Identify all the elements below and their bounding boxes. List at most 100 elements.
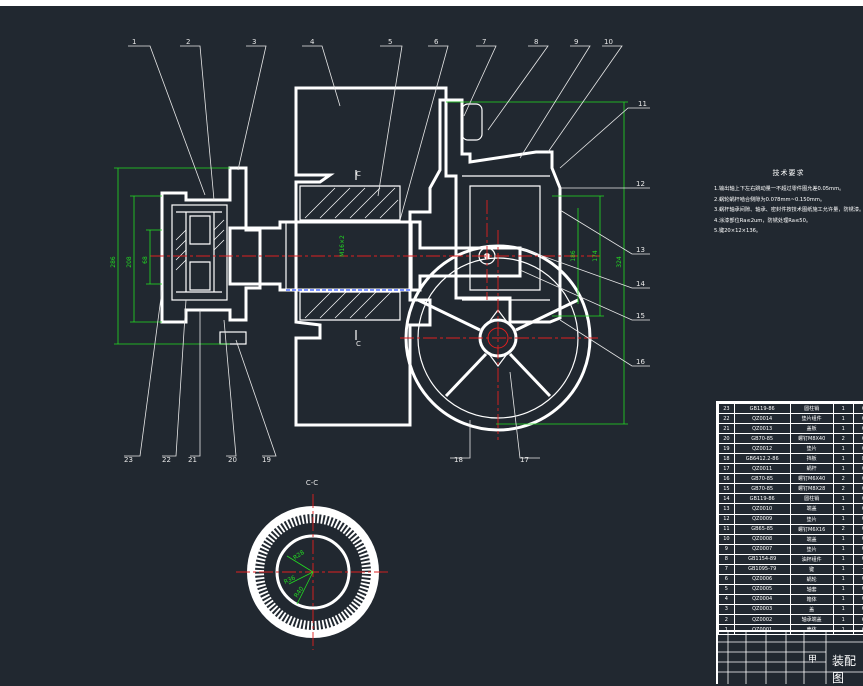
- bom-cell: 16: [719, 474, 735, 484]
- bom-cell: Q2: [853, 514, 863, 524]
- left-bearing-box: [172, 205, 227, 300]
- dim-text-68: 68: [142, 256, 149, 264]
- bom-cell: Q2: [853, 424, 863, 434]
- tech-note-line: 3.蜗杆轴承间隙、轴承、密封件按技术图纸施工允许量，防锈漆。: [714, 205, 863, 216]
- bom-cell: 盖板: [790, 424, 833, 434]
- bom-cell: 2: [833, 484, 853, 494]
- bom-cell: Q2: [853, 594, 863, 604]
- bom-cell: 箱体: [790, 594, 833, 604]
- bom-cell: 2: [719, 614, 735, 624]
- callout-4: 4: [310, 38, 315, 46]
- table-row: 10QZ0008端盖1Q2: [719, 534, 863, 544]
- bom-cell: GB6412.2-86: [734, 454, 790, 464]
- bom-cell: 螺钉M6X16: [790, 524, 833, 534]
- dim-text-208: 208: [126, 256, 133, 268]
- bom-cell: 13: [719, 504, 735, 514]
- bom-cell: 1: [833, 424, 853, 434]
- section-label: C-C: [306, 479, 318, 487]
- bom-cell: 挡板: [790, 454, 833, 464]
- bom-cell: QZ0011: [734, 464, 790, 474]
- bom-cell: 8: [719, 554, 735, 564]
- bom-cell: QZ0009: [734, 514, 790, 524]
- bom-cell: GB70-85: [734, 474, 790, 484]
- bom-cell: 1: [833, 494, 853, 504]
- screw-head-19: [220, 332, 246, 344]
- table-row: 13QZ0010端盖1Q2: [719, 504, 863, 514]
- bom-cell: Q2: [853, 534, 863, 544]
- bom-cell: QZ0014: [734, 414, 790, 424]
- bom-cell: 螺钉M8X28: [790, 484, 833, 494]
- hatch-lines: [176, 188, 398, 318]
- bom-cell: Q2: [853, 604, 863, 614]
- bom-cell: 1: [833, 544, 853, 554]
- bom-cell: GB119-86: [734, 494, 790, 504]
- table-row: 12QZ0009垫片1Q2: [719, 514, 863, 524]
- bom-cell: 2: [833, 474, 853, 484]
- bom-cell: 22: [719, 414, 735, 424]
- left-end-cap: [162, 168, 260, 322]
- bom-cell: 垫片: [790, 444, 833, 454]
- callout-19: 19: [262, 456, 271, 464]
- bom-cell: 蜗杆: [790, 464, 833, 474]
- bom-cell: QZ0010: [734, 504, 790, 514]
- callout-17: 17: [520, 456, 529, 464]
- bom-cell: Q2: [853, 574, 863, 584]
- callout-6: 6: [434, 38, 439, 46]
- bom-cell: QZ0012: [734, 444, 790, 454]
- callout-14: 14: [636, 280, 645, 288]
- callout-1: 1: [132, 38, 136, 46]
- bom-cell: 盖: [790, 604, 833, 614]
- bom-cell: 1: [833, 454, 853, 464]
- bom-cell: 圆柱销: [790, 404, 833, 414]
- bom-cell: Q2: [853, 554, 863, 564]
- bom-cell: 11: [719, 524, 735, 534]
- bom-cell: Q2: [853, 474, 863, 484]
- callout-2: 2: [186, 38, 190, 46]
- section-mark-top: C: [356, 170, 361, 178]
- bom-cell: QZ0008: [734, 534, 790, 544]
- tech-note-line: 4.涂漆部位Ra≤2um，防锈处理Ra≤50。: [714, 216, 863, 227]
- bom-cell: GB119-86: [734, 404, 790, 414]
- callout-18: 18: [454, 456, 463, 464]
- bom-cell: Q2: [853, 414, 863, 424]
- bom-cell: 2: [833, 524, 853, 534]
- bom-cell: 1: [833, 574, 853, 584]
- dim-text-286: 286: [110, 256, 117, 268]
- housing-outline: [296, 88, 446, 425]
- bom-cell: GB1154-89: [734, 554, 790, 564]
- bom-cell: 15: [719, 484, 735, 494]
- bom-cell: QZ0004: [734, 594, 790, 604]
- bom-cell: 1: [833, 444, 853, 454]
- bom-cell: 6: [719, 574, 735, 584]
- callout-16: 16: [636, 358, 645, 366]
- callout-7: 7: [482, 38, 486, 46]
- bom-cell: 螺钉M8X40: [790, 434, 833, 444]
- technical-requirements: 技术要求 1.输出轴上下左右跳动量一不超过零件图允差0.05mm。 2.蜗轮蜗杆…: [714, 168, 863, 237]
- bom-cell: GB65-85: [734, 524, 790, 534]
- bom-cell: 油杯组件: [790, 554, 833, 564]
- bom-cell: 1: [833, 554, 853, 564]
- bom-cell: 1: [833, 464, 853, 474]
- bom-cell: 10: [719, 534, 735, 544]
- bom-cell: 1: [833, 604, 853, 614]
- bom-cell: 螺钉M6X40: [790, 474, 833, 484]
- bom-cell: 轴承端盖: [790, 614, 833, 624]
- callout-12: 12: [636, 180, 645, 188]
- section-mark-bottom: C: [356, 340, 361, 348]
- bom-cell: QZ0006: [734, 574, 790, 584]
- table-row: 21QZ0013盖板1Q2: [719, 424, 863, 434]
- bom-table: 23GB119-86圆柱销1Q222QZ0014垫片组件1Q221QZ0013盖…: [718, 403, 863, 635]
- callout-3: 3: [252, 38, 256, 46]
- bom-cell: Q2: [853, 484, 863, 494]
- bom-cell: 45: [853, 564, 863, 574]
- bom-cell: 3: [719, 604, 735, 614]
- table-row: 22QZ0014垫片组件1Q2: [719, 414, 863, 424]
- bom-cell: 17: [719, 464, 735, 474]
- table-row: 9QZ0007垫片1Q2: [719, 544, 863, 554]
